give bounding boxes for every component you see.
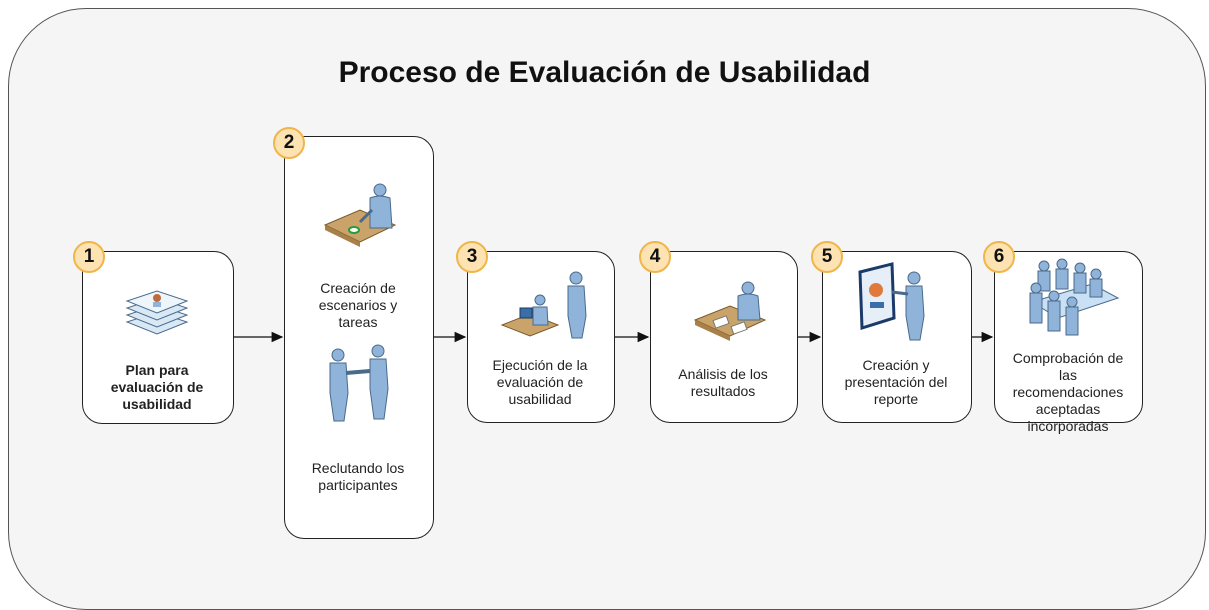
flow-arrows bbox=[233, 331, 994, 343]
document-stack-icon bbox=[125, 290, 189, 335]
step-1-box bbox=[82, 251, 234, 424]
diagram-title: Proceso de Evaluación de Usabilidad bbox=[338, 56, 871, 89]
step-1-badge: 1 bbox=[73, 241, 105, 273]
step-1-label: Plan para evaluación de usabilidad bbox=[110, 362, 204, 412]
step-5-label: Creación y presentación del reporte bbox=[844, 357, 948, 407]
step-6-label: Comprobación de las recomendaciones acep… bbox=[1012, 350, 1124, 434]
step-4-box bbox=[650, 251, 798, 423]
person-writing-desk-icon bbox=[323, 183, 397, 247]
step-4-label: Análisis de los resultados bbox=[678, 366, 768, 399]
meeting-group-icon bbox=[1029, 258, 1120, 336]
step-2-label-bottom: Reclutando los participantes bbox=[311, 460, 405, 493]
person-desk-analysis-icon bbox=[693, 281, 767, 341]
step-2-box bbox=[284, 136, 434, 539]
observer-computer-icon bbox=[500, 271, 587, 339]
step-3-badge: 3 bbox=[456, 241, 488, 273]
step-6-badge: 6 bbox=[983, 241, 1015, 273]
step-5-box bbox=[822, 251, 972, 423]
step-2-label-top: Creación de escenarios y tareas bbox=[318, 280, 398, 330]
step-4-badge: 4 bbox=[639, 241, 671, 273]
step-3-label: Ejecución de la evaluación de usabilidad bbox=[492, 357, 588, 407]
handshake-icon bbox=[329, 344, 389, 422]
presenter-board-icon bbox=[858, 262, 925, 341]
step-2-badge: 2 bbox=[273, 127, 305, 159]
step-3-box bbox=[467, 251, 615, 423]
step-5-badge: 5 bbox=[811, 241, 843, 273]
